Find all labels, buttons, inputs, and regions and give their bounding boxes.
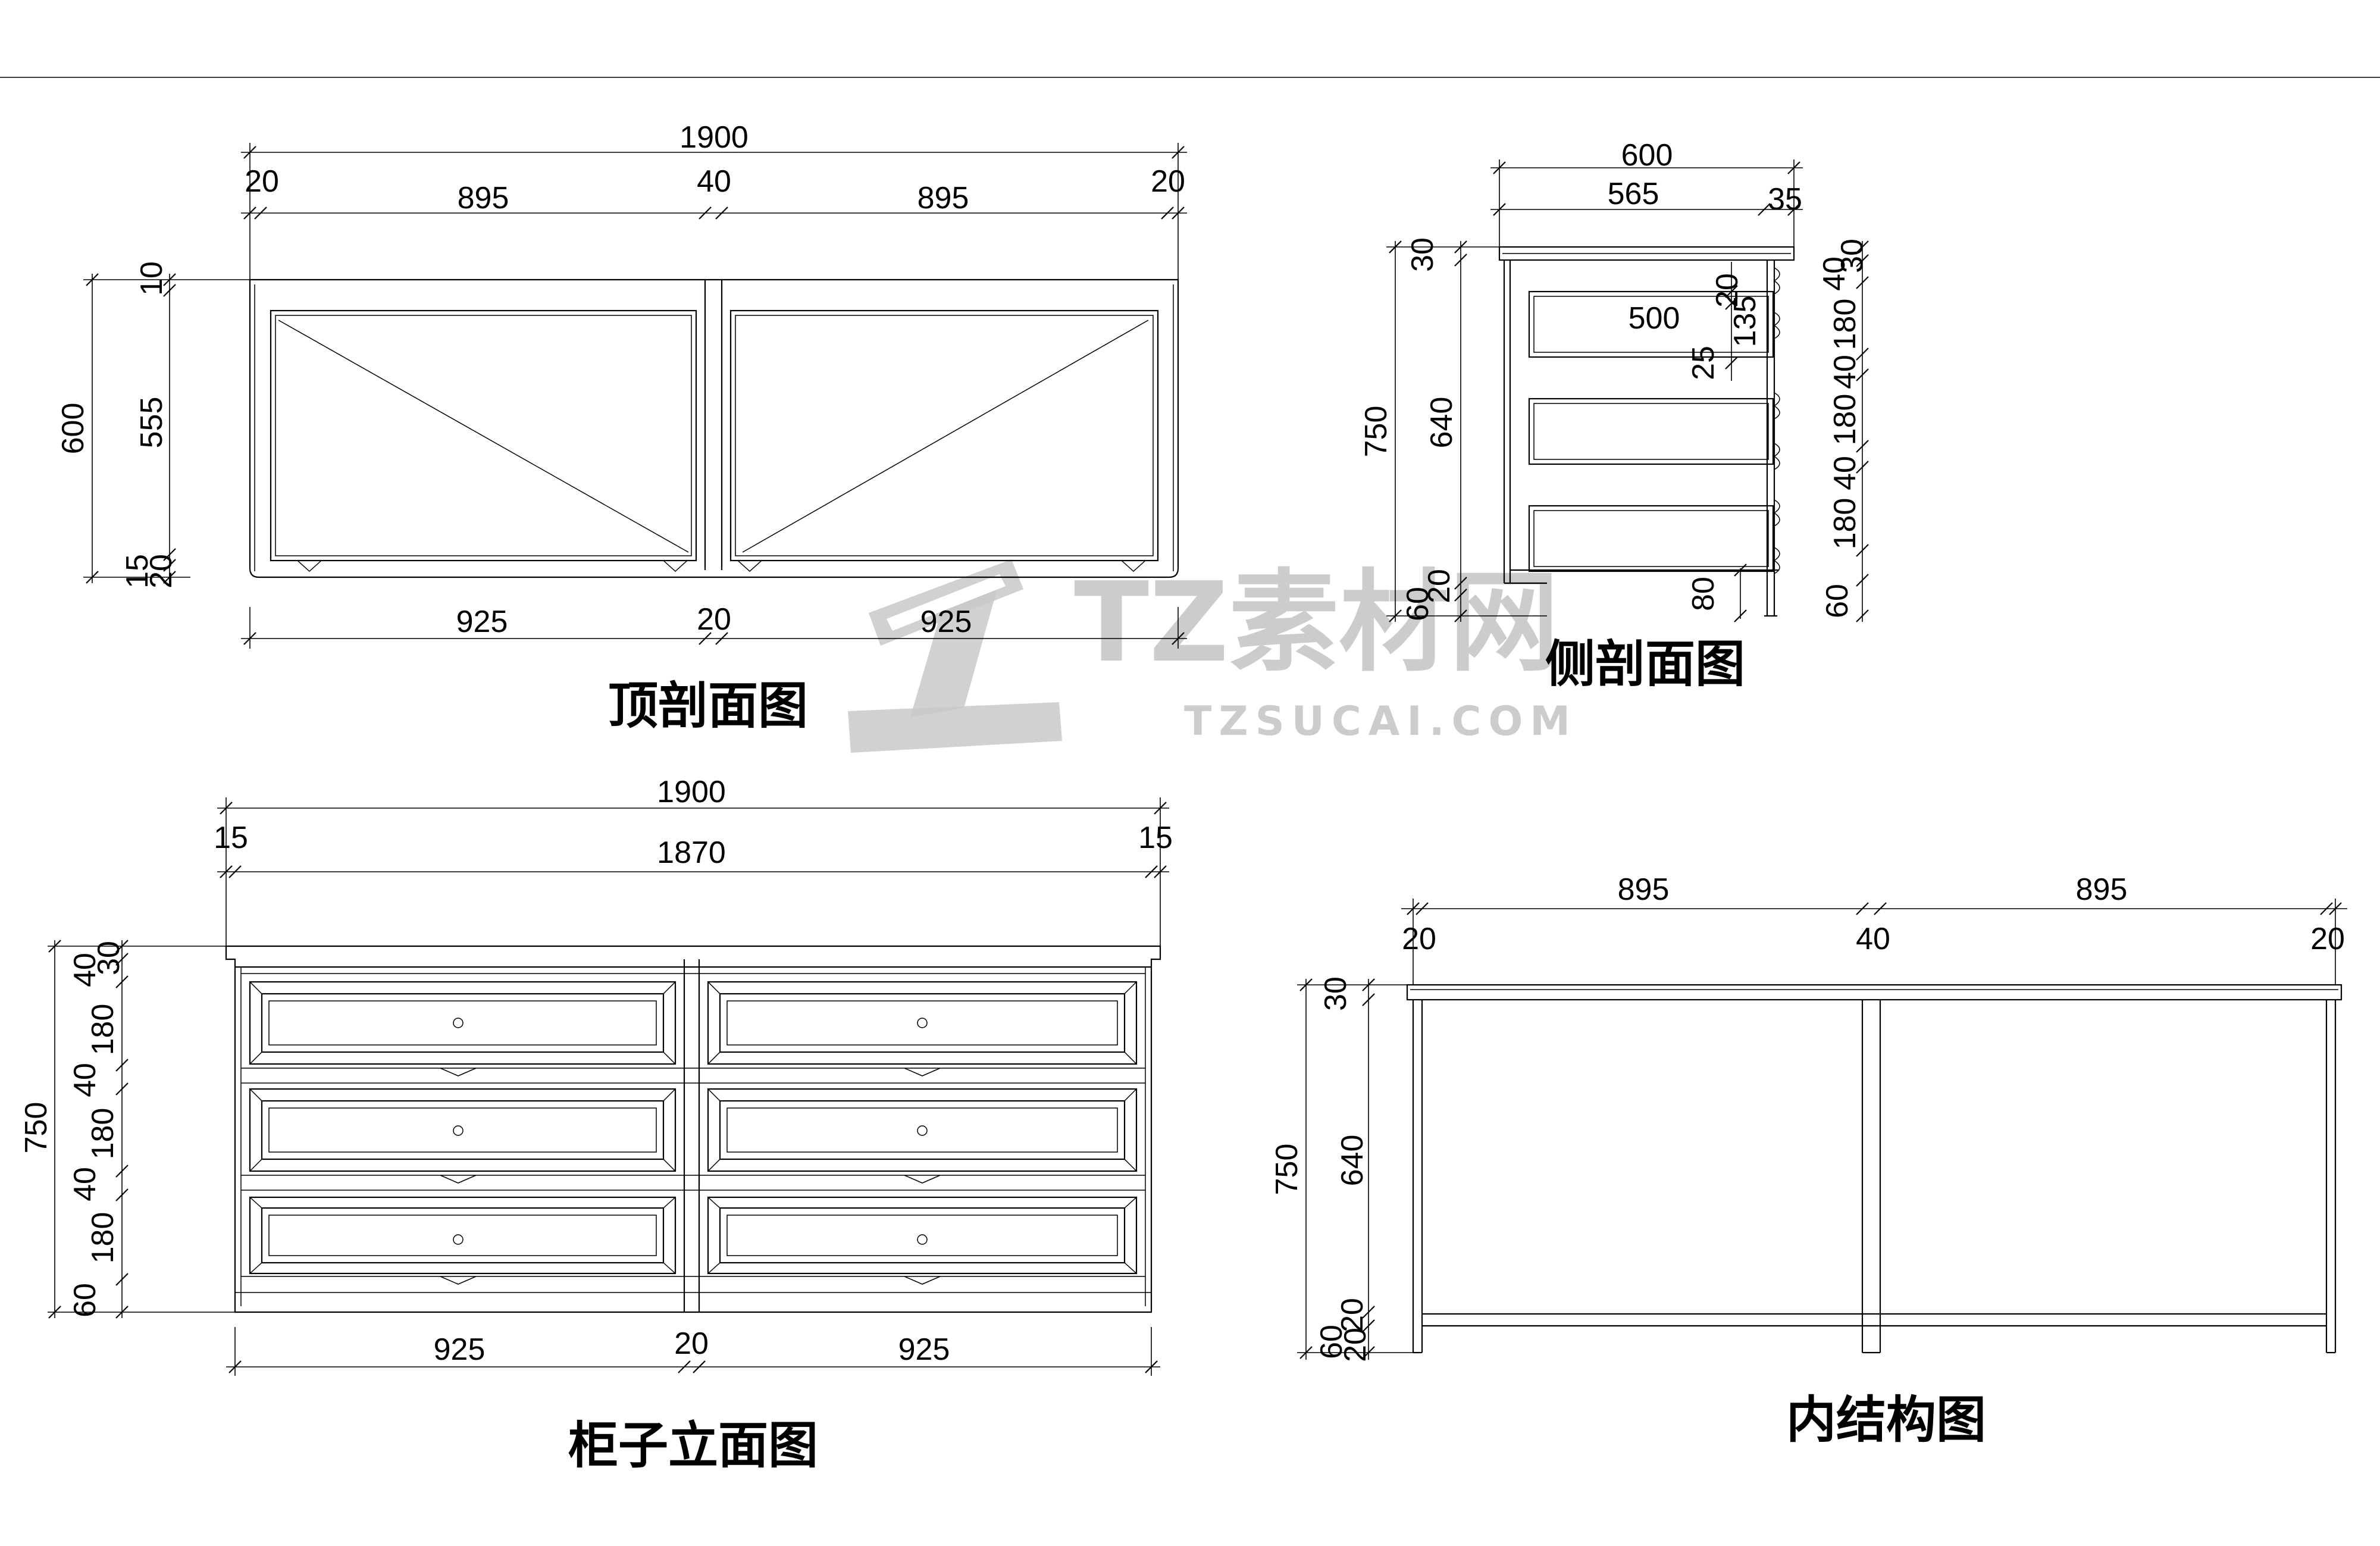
watermark-logo-icon xyxy=(848,559,1062,753)
side-dim-overall-w: 600 xyxy=(1621,138,1673,173)
front-dim-left-edge: 15 xyxy=(214,821,248,855)
side-dim-r-60: 60 xyxy=(1820,584,1855,618)
watermark: TZ素材网 TZSUCAI.COM xyxy=(848,558,1577,753)
front-dim-l-60: 60 xyxy=(68,1283,102,1317)
top-dim-left-bay: 895 xyxy=(458,181,509,215)
inner-dim-bottom-c: 60 xyxy=(1314,1325,1349,1359)
side-dim-leg: 80 xyxy=(1686,577,1721,611)
inner-dim-left-bay: 895 xyxy=(1618,872,1670,907)
top-dim-right-bay: 895 xyxy=(917,181,969,215)
top-dim-depth-b1: 15 xyxy=(120,554,155,589)
front-dim-l-180b: 180 xyxy=(86,1108,120,1160)
side-section-view: 600 565 35 750 30 640 20 60 500 20 135 2… xyxy=(1359,138,1869,693)
inner-dim-height: 750 xyxy=(1270,1144,1304,1196)
top-dim-middle: 40 xyxy=(697,164,731,199)
top-dim-depth-overall: 600 xyxy=(56,403,90,455)
front-dim-inner: 1870 xyxy=(657,835,726,870)
side-dim-foot-a: 20 xyxy=(1422,569,1457,603)
drawer-knob-icon xyxy=(453,1125,464,1136)
inner-dim-bottom-a: 20 xyxy=(1335,1298,1370,1332)
front-drawer-r1-left xyxy=(249,981,677,1076)
side-dim-r-40a: 40 xyxy=(1817,256,1852,291)
inner-countertop xyxy=(1406,984,2343,1001)
side-dim-r-40b: 40 xyxy=(1828,355,1862,389)
side-drawer-3 xyxy=(1528,505,1774,572)
top-outer-outline xyxy=(249,278,1179,578)
front-dim-l-40c: 40 xyxy=(68,1167,102,1201)
inner-dim-left-edge: 20 xyxy=(1402,922,1436,956)
top-dim-bottom-right: 925 xyxy=(920,605,972,639)
side-dim-r-180a: 180 xyxy=(1828,299,1862,350)
title-front-elevation: 柜子立面图 xyxy=(568,1416,818,1475)
drawer-knob-icon xyxy=(917,1125,928,1136)
front-dim-l-30: 30 xyxy=(92,941,126,975)
inner-dim-top: 30 xyxy=(1319,977,1353,1011)
side-dim-foot-b: 60 xyxy=(1401,587,1435,621)
front-dim-right-edge: 15 xyxy=(1138,821,1173,855)
front-dim-height: 750 xyxy=(19,1102,54,1154)
side-dim-gap-20: 20 xyxy=(1710,273,1745,308)
front-drawer-r2-right xyxy=(707,1088,1138,1184)
front-countertop xyxy=(225,945,1161,968)
top-right-drawer xyxy=(729,309,1159,562)
title-inner-structure: 内结构图 xyxy=(1786,1391,1986,1449)
inner-structure-view: 895 895 20 40 20 750 30 640 20 20 60 内结构… xyxy=(1270,872,2347,1449)
front-carcass xyxy=(234,967,1153,1313)
inner-dim-body: 640 xyxy=(1335,1135,1370,1187)
top-dim-depth-inner: 555 xyxy=(134,397,169,449)
front-dim-l-40b: 40 xyxy=(68,1063,102,1097)
front-dim-l-180a: 180 xyxy=(86,1004,120,1056)
top-dim-depth-top: 10 xyxy=(134,261,169,296)
front-drawer-r1-right xyxy=(707,981,1138,1076)
front-dim-bottom-right: 925 xyxy=(898,1332,950,1367)
drawer-knob-icon xyxy=(917,1234,928,1245)
side-dim-inner-w: 565 xyxy=(1608,177,1659,211)
inner-dim-middle: 40 xyxy=(1856,922,1890,956)
top-dim-overall: 1900 xyxy=(679,120,749,155)
front-elevation-view: 1900 15 1870 15 750 30 40 180 40 180 40 … xyxy=(19,775,1173,1475)
title-side-section: 侧剖面图 xyxy=(1545,635,1745,693)
top-dim-left-edge: 20 xyxy=(245,164,279,199)
drawer-knob-icon xyxy=(453,1234,464,1245)
top-dim-bottom-left: 925 xyxy=(456,605,508,639)
top-left-drawer xyxy=(270,309,697,562)
side-dim-height: 750 xyxy=(1359,406,1393,458)
side-dim-body: 640 xyxy=(1424,397,1459,449)
side-countertop xyxy=(1498,246,1795,261)
front-drawer-r3-left xyxy=(249,1196,677,1285)
side-drawer-2 xyxy=(1528,398,1774,465)
side-dim-r-40c: 40 xyxy=(1828,456,1862,490)
front-drawer-r3-right xyxy=(707,1196,1138,1285)
top-dim-right-edge: 20 xyxy=(1151,164,1185,199)
side-dim-r-30: 30 xyxy=(1835,239,1869,273)
side-drawer-1 xyxy=(1528,290,1774,358)
front-drawer-r2-left xyxy=(249,1088,677,1184)
top-dim-depth-b2: 20 xyxy=(144,554,178,589)
front-dim-overall: 1900 xyxy=(657,775,726,809)
inner-dim-right-edge: 20 xyxy=(2310,922,2345,956)
title-top-section: 顶剖面图 xyxy=(608,677,808,735)
front-dim-bottom-left: 925 xyxy=(434,1332,486,1367)
side-dim-r-180c: 180 xyxy=(1828,498,1862,550)
top-section-view: 1900 20 895 40 895 20 600 10 555 15 20 xyxy=(56,120,1187,735)
drawer-knob-icon xyxy=(917,1018,928,1028)
side-dim-gap-25: 25 xyxy=(1686,346,1721,380)
side-dim-edge-w: 35 xyxy=(1768,182,1802,217)
front-dim-l-40a: 40 xyxy=(68,953,102,987)
watermark-url: TZSUCAI.COM xyxy=(1184,698,1577,745)
front-dim-bottom-middle: 20 xyxy=(674,1326,709,1361)
top-dim-bottom-middle: 20 xyxy=(697,602,731,637)
drawer-knob-icon xyxy=(453,1018,464,1028)
inner-dim-bottom-b: 20 xyxy=(1338,1328,1373,1362)
front-dim-l-180c: 180 xyxy=(86,1212,120,1264)
side-dim-drawer-depth: 500 xyxy=(1629,301,1680,336)
side-dim-top: 30 xyxy=(1405,237,1440,272)
side-dim-r-180b: 180 xyxy=(1828,394,1862,446)
side-dim-gap-135: 135 xyxy=(1728,296,1762,348)
watermark-brand: TZ素材网 xyxy=(1074,558,1559,687)
inner-dim-right-bay: 895 xyxy=(2076,872,2128,907)
